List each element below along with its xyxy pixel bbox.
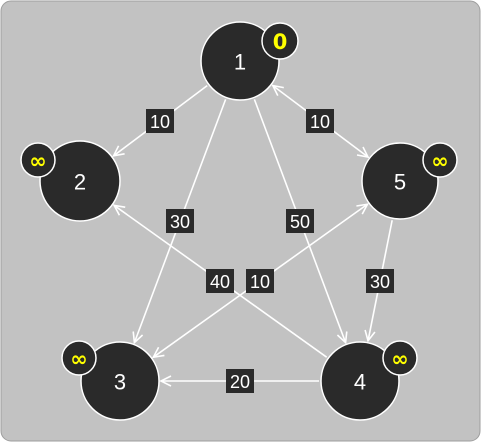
node-2-circle	[39, 140, 121, 222]
edge-weight-box-1-2	[146, 109, 174, 133]
edge-weight-box-1-5	[306, 109, 334, 133]
node-2-label: 2	[74, 170, 86, 195]
edge-weight-box-1-3	[166, 209, 194, 233]
node-4-label: 4	[354, 370, 366, 395]
node-4-circle	[320, 341, 400, 421]
arrowhead-4-3	[159, 375, 172, 387]
node-5-distance-badge	[422, 142, 458, 178]
arrowhead-1-2	[112, 145, 125, 157]
nodes-layer: 102∞3∞4∞5∞	[20, 21, 458, 421]
node-4-distance-badge	[382, 340, 418, 376]
node-4-distance: ∞	[391, 347, 409, 371]
node-3-label: 3	[114, 370, 126, 395]
edge-weight-1-3: 30	[170, 212, 190, 232]
node-1-distance-badge	[261, 22, 299, 60]
node-5[interactable]: 5∞	[361, 142, 458, 220]
weights-layer: 10 10 30 50 40 10 30 20	[146, 109, 394, 393]
node-3-circle	[80, 341, 160, 421]
node-5-circle	[361, 142, 439, 220]
node-1-circle	[200, 21, 280, 101]
edge-weight-3-5: 10	[250, 272, 270, 292]
edge-weight-box-4-3	[226, 369, 254, 393]
arrowhead-4-2	[112, 204, 126, 216]
node-2[interactable]: 2∞	[20, 140, 121, 222]
arrowhead-1-4	[336, 331, 348, 345]
arrowhead-5-1	[271, 84, 284, 96]
node-1-label: 1	[234, 50, 246, 75]
edge-weight-box-1-4	[286, 209, 314, 233]
node-2-distance-badge	[20, 142, 56, 178]
node-3[interactable]: 3∞	[61, 340, 160, 421]
node-1[interactable]: 10	[200, 21, 299, 101]
node-1-distance: 0	[273, 30, 288, 54]
arrowhead-5-3	[151, 346, 165, 359]
node-5-distance: ∞	[431, 149, 449, 173]
arrowhead-3-5	[356, 203, 369, 215]
edge-weight-box-3-5	[246, 269, 274, 293]
edge-weight-5-4: 30	[370, 272, 390, 292]
edge-weight-4-2: 40	[210, 272, 230, 292]
edge-weight-box-5-4	[366, 269, 394, 293]
node-4[interactable]: 4∞	[320, 340, 418, 421]
edge-weight-1-5: 10	[310, 112, 330, 132]
arrowhead-5-4	[364, 329, 376, 343]
node-3-distance-badge	[61, 340, 97, 376]
arrowhead-1-3	[132, 331, 144, 345]
edge-weight-1-2: 10	[150, 112, 170, 132]
node-5-label: 5	[394, 170, 406, 195]
arrowhead-1-5	[356, 146, 370, 159]
edge-weight-4-3: 20	[230, 372, 250, 392]
node-3-distance: ∞	[70, 347, 88, 371]
edge-weight-1-4: 50	[290, 212, 310, 232]
node-2-distance: ∞	[29, 149, 47, 173]
edge-weight-box-4-2	[206, 269, 234, 293]
